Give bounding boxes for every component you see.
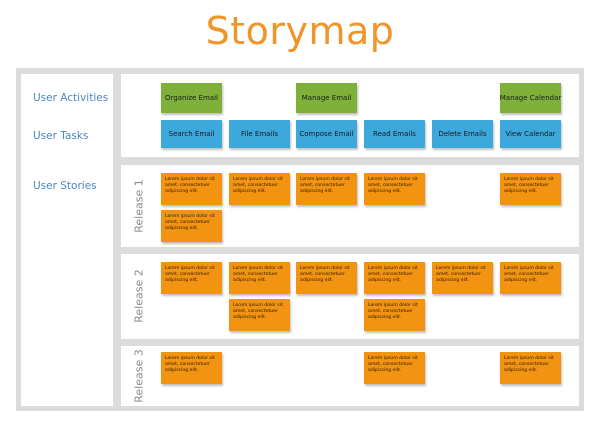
activity-card[interactable]: Organize Email <box>161 83 222 113</box>
task-card[interactable]: Search Email <box>161 120 222 148</box>
story-card[interactable]: Lorem ipsum dolor sit amet, consectetuer… <box>229 262 290 294</box>
story-card[interactable]: Lorem ipsum dolor sit amet, consectetuer… <box>229 173 290 205</box>
release-label: Release 2 <box>132 269 146 323</box>
story-card[interactable]: Lorem ipsum dolor sit amet, consectetuer… <box>161 210 222 242</box>
story-card[interactable]: Lorem ipsum dolor sit amet, consectetuer… <box>161 352 222 384</box>
story-card[interactable]: Lorem ipsum dolor sit amet, consectetuer… <box>500 352 561 384</box>
story-card[interactable]: Lorem ipsum dolor sit amet, consectetuer… <box>432 262 493 294</box>
activity-card[interactable]: Manage Calendar <box>500 83 561 113</box>
activity-card[interactable]: Manage Email <box>296 83 357 113</box>
story-card[interactable]: Lorem ipsum dolor sit amet, consectetuer… <box>229 299 290 331</box>
story-card[interactable]: Lorem ipsum dolor sit amet, consectetuer… <box>296 262 357 294</box>
user-stories-label: User Stories <box>33 180 97 192</box>
task-card[interactable]: Delete Emails <box>432 120 493 148</box>
story-card[interactable]: Lorem ipsum dolor sit amet, consectetuer… <box>364 299 425 331</box>
story-card[interactable]: Lorem ipsum dolor sit amet, consectetuer… <box>364 352 425 384</box>
row-labels-column: User Activities User Tasks User Stories <box>21 74 113 406</box>
page-title: Storymap <box>205 9 395 53</box>
task-card[interactable]: File Emails <box>229 120 290 148</box>
story-card[interactable]: Lorem ipsum dolor sit amet, consectetuer… <box>500 262 561 294</box>
release-label: Release 1 <box>132 179 146 233</box>
task-card[interactable]: View Calendar <box>500 120 561 148</box>
release-label: Release 3 <box>132 349 146 403</box>
task-card[interactable]: Read Emails <box>364 120 425 148</box>
story-card[interactable]: Lorem ipsum dolor sit amet, consectetuer… <box>296 173 357 205</box>
story-card[interactable]: Lorem ipsum dolor sit amet, consectetuer… <box>500 173 561 205</box>
story-card[interactable]: Lorem ipsum dolor sit amet, consectetuer… <box>364 173 425 205</box>
story-card[interactable]: Lorem ipsum dolor sit amet, consectetuer… <box>364 262 425 294</box>
task-card[interactable]: Compose Email <box>296 120 357 148</box>
user-activities-label: User Activities <box>33 92 109 104</box>
user-tasks-label: User Tasks <box>33 130 89 142</box>
story-card[interactable]: Lorem ipsum dolor sit amet, consectetuer… <box>161 262 222 294</box>
story-card[interactable]: Lorem ipsum dolor sit amet, consectetuer… <box>161 173 222 205</box>
